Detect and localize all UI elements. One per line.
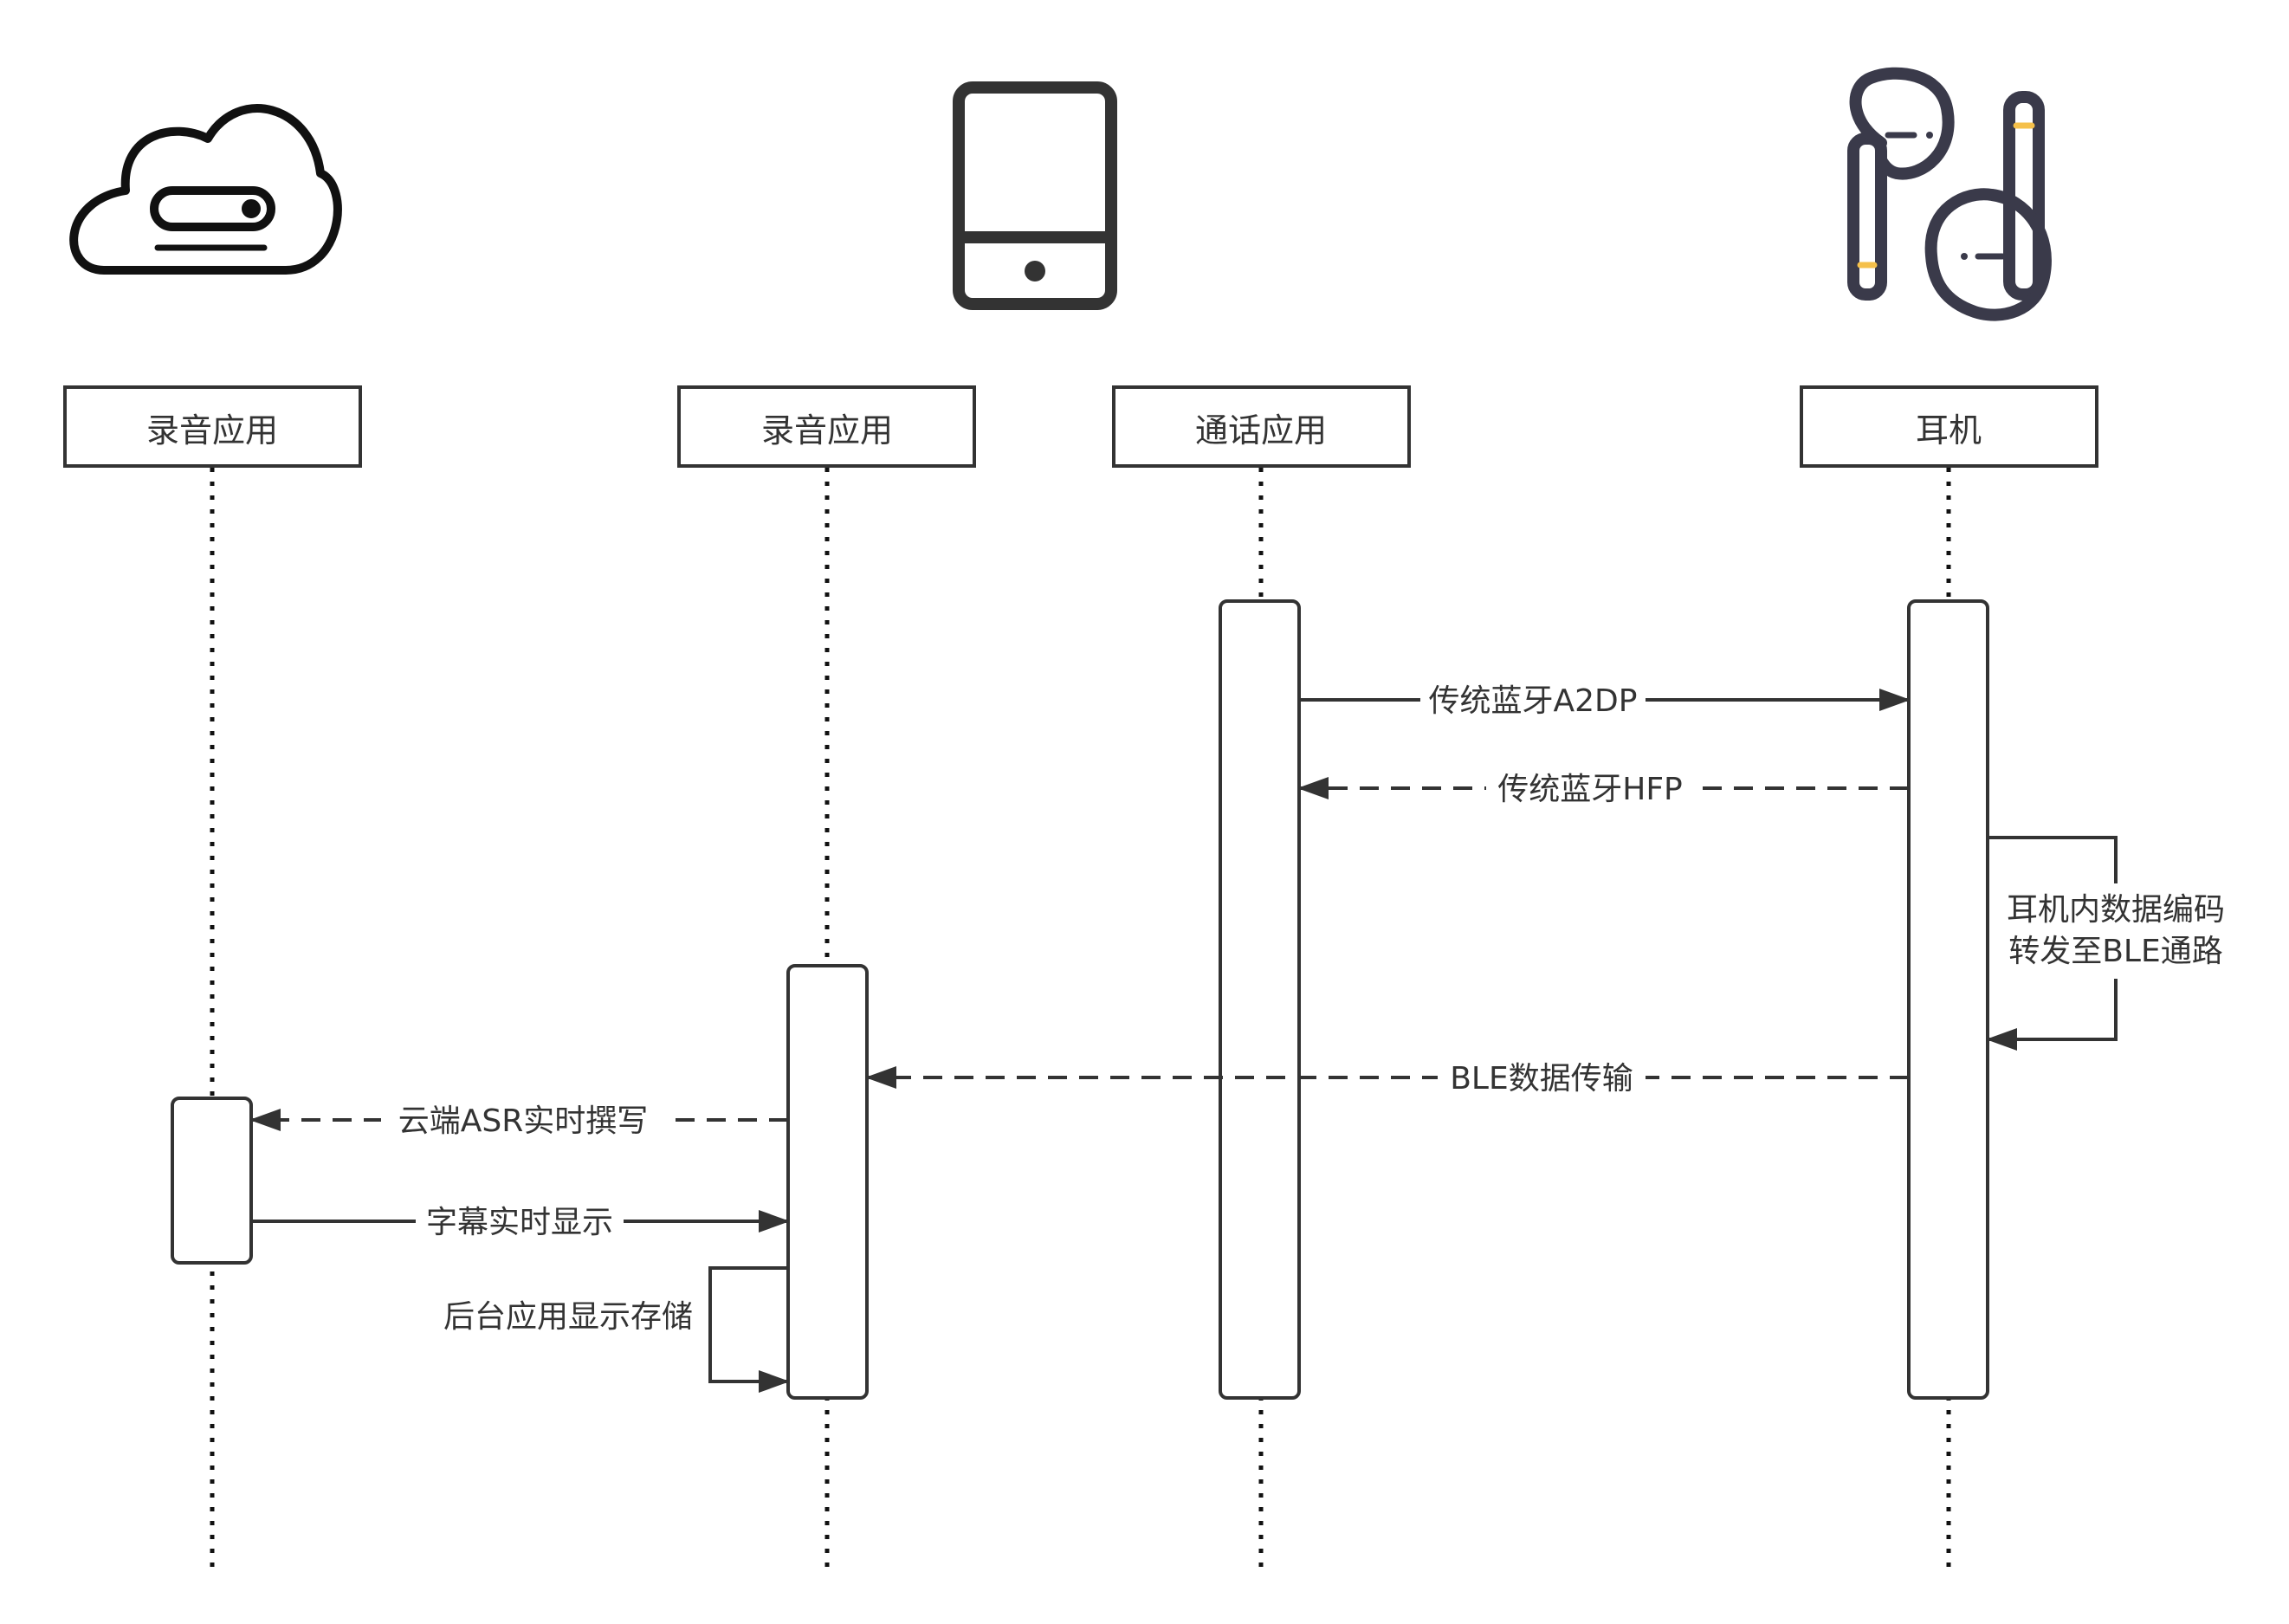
participant-label: 耳机 (1916, 411, 1982, 450)
message-label: BLE数据传输 (1450, 1061, 1633, 1097)
message-subtitle: 字幕实时显示 (251, 1199, 790, 1242)
activation-earbuds (1907, 599, 1989, 1400)
self-message-background-store: 后台应用显示存储 (443, 1266, 790, 1393)
self-message-earbuds-encode: 耳机内数据编码 转发至BLE通路 (1986, 836, 2243, 1051)
participant-phone-call: 通话应用 (1112, 385, 1411, 468)
participant-cloud: 录音应用 (63, 385, 362, 468)
participant-earbuds: 耳机 (1800, 385, 2098, 468)
message-label: 云端ASR实时撰写 (398, 1103, 649, 1139)
participant-label: 录音应用 (761, 411, 893, 450)
message-label: 传统蓝牙HFP (1497, 772, 1683, 807)
earbuds-icon (1847, 67, 2052, 321)
message-label: 字幕实时显示 (426, 1205, 613, 1240)
message-ble: BLE数据传输 (865, 1055, 1909, 1098)
note-label: 后台应用显示存储 (443, 1299, 693, 1335)
activation-phone-recorder (786, 964, 869, 1400)
participant-label: 通话应用 (1195, 411, 1327, 450)
activation-cloud (171, 1097, 253, 1265)
message-asr: 云端ASR实时撰写 (249, 1097, 788, 1141)
note-line-2: 转发至BLE通路 (2008, 934, 2223, 969)
smartphone-icon (953, 81, 1117, 310)
participant-label: 录音应用 (146, 411, 278, 450)
activation-phone-call (1219, 599, 1301, 1400)
message-hfp: 传统蓝牙HFP (1297, 766, 1909, 809)
note-line-1: 耳机内数据编码 (2007, 892, 2225, 928)
message-a2dp: 传统蓝牙A2DP (1299, 677, 1911, 721)
message-label: 传统蓝牙A2DP (1429, 683, 1638, 719)
participant-phone-recorder: 录音应用 (677, 385, 976, 468)
cloud-server-icon (69, 104, 342, 275)
